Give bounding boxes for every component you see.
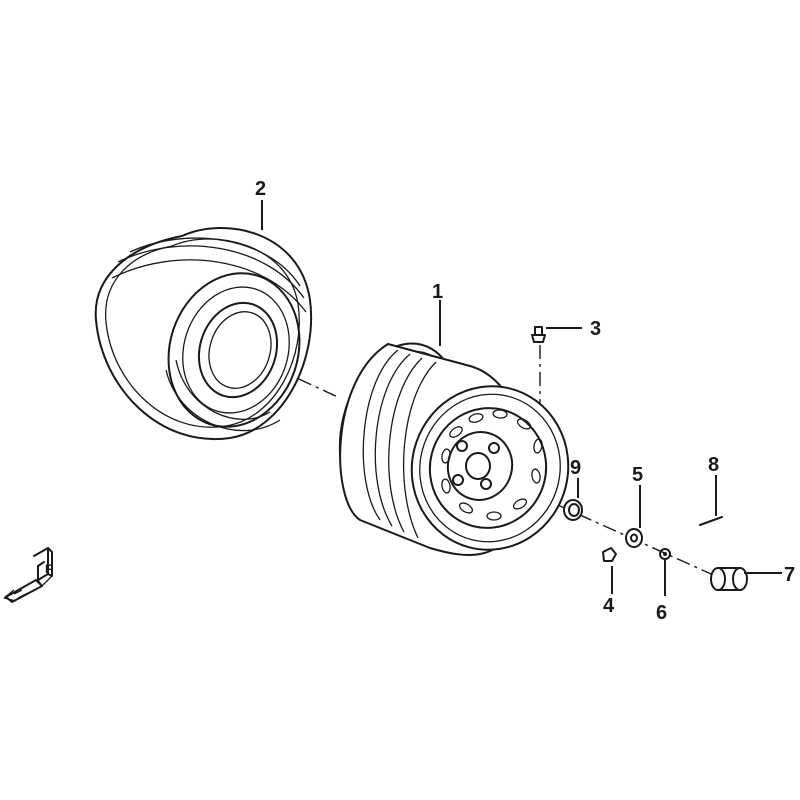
part-label-washer: 5 xyxy=(632,464,643,486)
front-marker-letter: F xyxy=(45,562,52,576)
part-labels: 1 2 3 4 5 6 7 8 9 xyxy=(255,178,795,624)
spacer xyxy=(563,499,583,521)
tire xyxy=(94,227,313,441)
castle-nut xyxy=(659,548,671,560)
hub-cap xyxy=(710,567,748,591)
part-label-stud: 4 xyxy=(603,595,615,617)
cotter-pin xyxy=(699,516,723,526)
wheel-stud xyxy=(602,547,617,562)
part-label-cotter-pin: 8 xyxy=(708,454,719,476)
part-label-tire: 2 xyxy=(255,178,266,200)
part-label-rim: 1 xyxy=(432,281,443,303)
part-label-castle-nut: 6 xyxy=(656,602,667,624)
rim xyxy=(338,342,570,556)
part-label-valve: 3 xyxy=(590,318,601,340)
front-direction-arrow-icon: F xyxy=(3,547,53,603)
rim-vent-holes xyxy=(441,409,543,521)
valve-stem xyxy=(531,326,546,343)
leader-lines xyxy=(261,200,782,596)
part-label-hub-cap: 7 xyxy=(784,564,795,586)
part-label-spacer: 9 xyxy=(570,457,581,479)
washer xyxy=(625,528,643,548)
